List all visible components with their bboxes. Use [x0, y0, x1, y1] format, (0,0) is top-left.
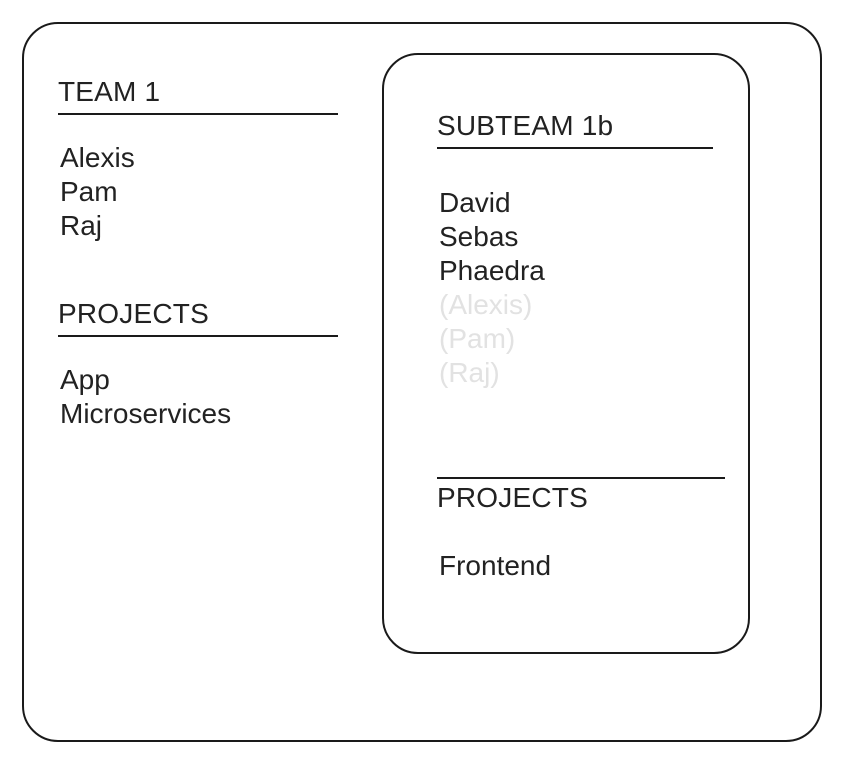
list-item[interactable]: Frontend: [439, 550, 552, 581]
subteam-1b-projects-title: PROJECTS: [437, 482, 588, 513]
list-item[interactable]: Pam: [60, 176, 118, 207]
list-item[interactable]: Sebas: [439, 221, 519, 252]
team-1-project-list: App Microservices: [60, 363, 231, 431]
subteam-1b-title-rule: [437, 147, 713, 149]
team-1-projects-title: PROJECTS: [58, 298, 209, 329]
team-1-title: TEAM 1: [58, 76, 161, 107]
team-1-heading-group: TEAM 1: [58, 75, 338, 115]
list-item-inherited[interactable]: (Raj): [439, 357, 500, 388]
team-1-member-list: Alexis Pam Raj: [60, 141, 135, 243]
team-1-title-rule: [58, 113, 338, 115]
list-item[interactable]: App: [60, 364, 110, 395]
subteam-1b-box[interactable]: [382, 53, 750, 654]
subteam-1b-projects-rule: [437, 477, 725, 479]
subteam-1b-project-list: Frontend: [439, 549, 551, 583]
subteam-1b-title: SUBTEAM 1b: [437, 110, 614, 141]
list-item[interactable]: Raj: [60, 210, 103, 241]
subteam-1b-projects-heading-group: PROJECTS: [437, 477, 725, 515]
list-item-inherited[interactable]: (Pam): [439, 323, 516, 354]
team-1-projects-heading-group: PROJECTS: [58, 297, 338, 337]
list-item[interactable]: Phaedra: [439, 255, 545, 286]
list-item[interactable]: Alexis: [60, 142, 135, 173]
team-1-projects-rule: [58, 335, 338, 337]
list-item-inherited[interactable]: (Alexis): [439, 289, 533, 320]
subteam-1b-heading-group: SUBTEAM 1b: [437, 109, 713, 149]
subteam-1b-member-list: David Sebas Phaedra (Alexis) (Pam) (Raj): [439, 186, 545, 390]
list-item[interactable]: Microservices: [60, 398, 232, 429]
list-item[interactable]: David: [439, 187, 511, 218]
